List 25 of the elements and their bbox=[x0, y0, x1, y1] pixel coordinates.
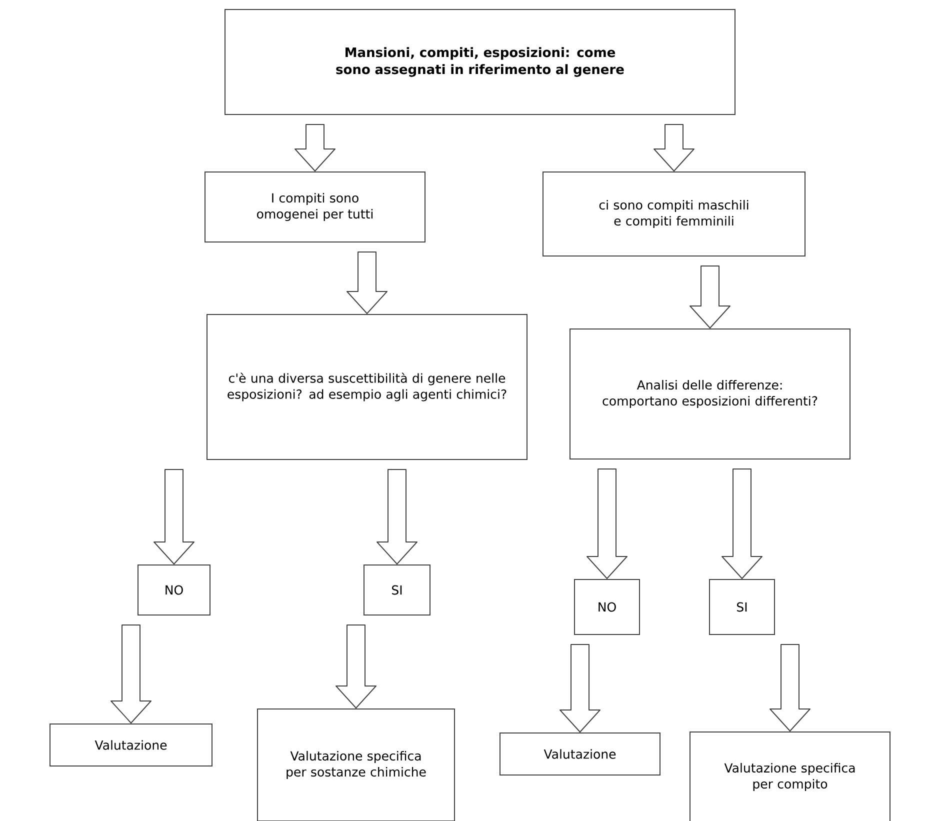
block-arrow bbox=[346, 252, 388, 314]
process-box: SI bbox=[709, 579, 775, 635]
process-box: Analisi delle differenze: comportano esposizioni differenti? bbox=[570, 328, 850, 460]
block-arrow bbox=[376, 469, 418, 564]
process-box: ci sono compiti maschili e compiti femminili bbox=[542, 172, 806, 256]
block-arrow bbox=[770, 644, 810, 732]
block-arrow bbox=[294, 124, 336, 172]
block-arrow bbox=[336, 624, 376, 708]
process-box: Valutazione bbox=[50, 724, 212, 766]
title-box: Mansioni, compiti, esposizioni: come sono assegnati in riferimento al genere bbox=[224, 9, 736, 115]
block-arrow bbox=[654, 124, 694, 172]
block-arrow bbox=[690, 266, 730, 328]
block-arrow bbox=[154, 469, 194, 564]
process-box: Valutazione bbox=[500, 732, 660, 776]
block-arrow bbox=[110, 624, 152, 724]
process-box: SI bbox=[364, 564, 430, 616]
process-box: NO bbox=[574, 579, 640, 635]
process-box: NO bbox=[138, 564, 210, 616]
block-arrow bbox=[722, 468, 762, 579]
block-arrow bbox=[586, 468, 628, 579]
process-box: Valutazione specifica per sostanze chimiche bbox=[257, 708, 455, 821]
block-arrow bbox=[560, 644, 600, 732]
process-box: c'è una diversa suscettibilità di genere nelle esposizioni? ad esempio agli agenti chimici? bbox=[206, 314, 528, 460]
process-box: I compiti sono omogenei per tutti bbox=[204, 172, 426, 242]
process-box: Valutazione specifica per compito bbox=[690, 732, 890, 821]
